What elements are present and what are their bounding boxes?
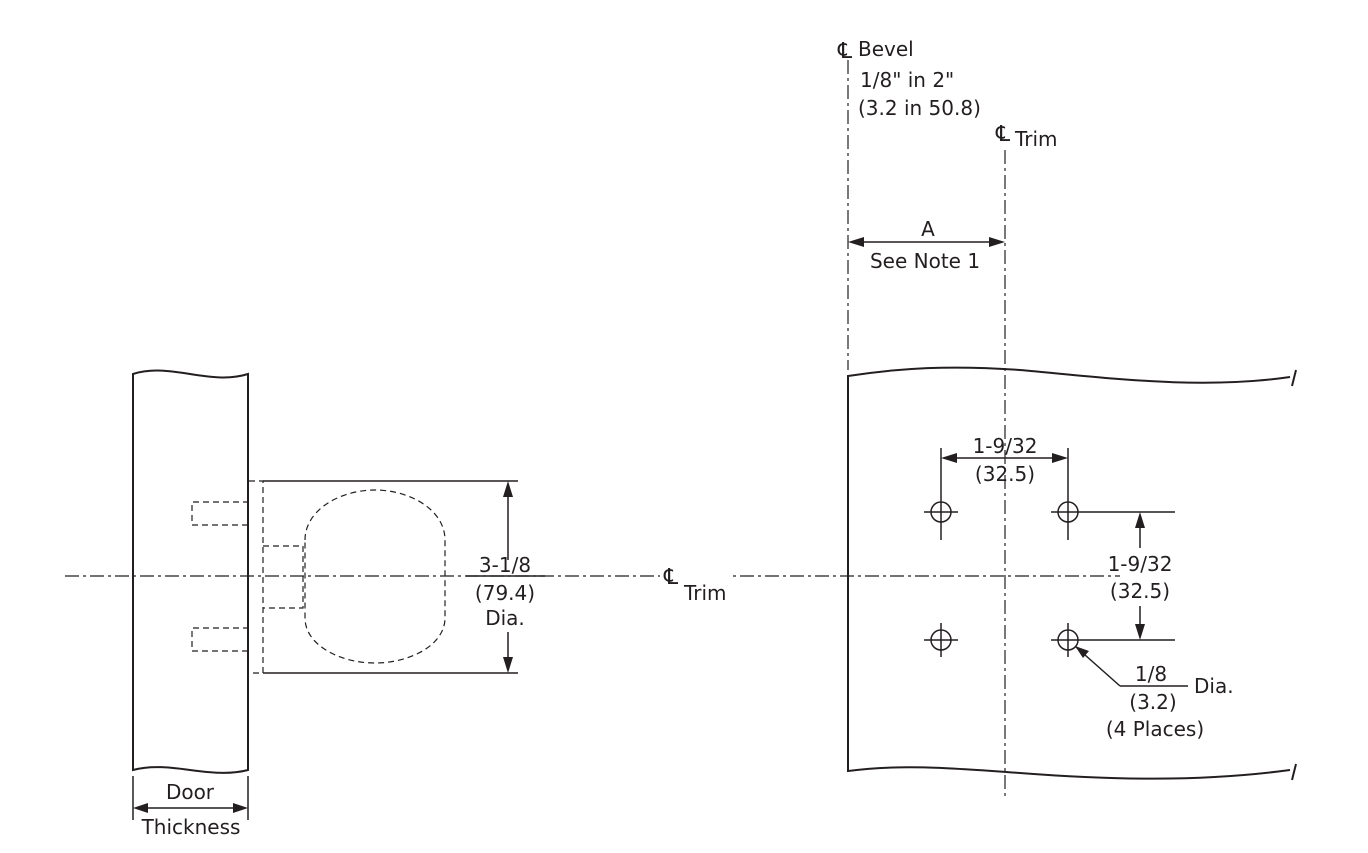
- bevel-ratio-mm: (3.2 in 50.8): [858, 96, 981, 120]
- hole-diameter-callout: 1/8 Dia. (3.2) (4 Places): [1075, 646, 1234, 741]
- door-edge-profile: [132, 369, 249, 774]
- hidden-screw-upper: [191, 501, 249, 526]
- arrowhead: [133, 803, 148, 813]
- rose-diameter-mm: (79.4): [475, 581, 535, 605]
- door-thickness-line2: Thickness: [141, 815, 241, 839]
- rose-diameter-dimension: 3-1/8 (79.4) Dia.: [466, 481, 545, 673]
- centerline-symbol-horizontal: ℄: [663, 565, 679, 590]
- hidden-rose-hub: [263, 545, 304, 609]
- door-side-view: [132, 369, 518, 774]
- arrowhead: [989, 237, 1005, 247]
- centerline-symbol-bevel: ℄: [837, 39, 853, 64]
- arrowhead: [233, 803, 248, 813]
- arrowhead: [1075, 646, 1089, 658]
- arrowhead: [941, 453, 957, 463]
- trim-horizontal-label: Trim: [683, 581, 727, 605]
- arrowhead: [848, 237, 864, 247]
- mounting-hole: [924, 495, 958, 540]
- mounting-hole: [924, 623, 958, 657]
- hole-diameter-count: (4 Places): [1106, 717, 1204, 741]
- arrowhead: [503, 657, 513, 673]
- door-face-outline: [847, 366, 1291, 780]
- arrowhead: [1052, 453, 1068, 463]
- bevel-label: Bevel: [858, 37, 914, 61]
- hole-diameter-suffix: Dia.: [1194, 674, 1234, 698]
- rose-diameter-suffix: Dia.: [485, 606, 525, 630]
- hole-diameter-inches: 1/8: [1135, 662, 1167, 686]
- hole-spacing-vertical-dimension: 1-9/32 (32.5): [1085, 511, 1175, 641]
- mounting-hole: [1051, 495, 1085, 540]
- mounting-holes: [924, 495, 1085, 657]
- hole-spacing-v-inches: 1-9/32: [1108, 552, 1173, 576]
- arrowhead: [1135, 512, 1145, 528]
- hole-spacing-v-mm: (32.5): [1110, 579, 1170, 603]
- mounting-hole: [1051, 623, 1085, 657]
- dimension-a-note: See Note 1: [870, 249, 980, 273]
- hidden-rose-plate: [249, 480, 264, 674]
- hole-spacing-h-inches: 1-9/32: [973, 434, 1038, 458]
- hidden-screw-lower: [191, 627, 249, 652]
- door-thickness-dimension: Door Thickness: [132, 776, 249, 839]
- hole-diameter-mm: (3.2): [1129, 690, 1176, 714]
- break-mark-bottom: [1291, 763, 1297, 781]
- centerline-label-mask: [660, 562, 732, 600]
- dimension-a: A See Note 1: [848, 217, 1005, 273]
- door-thickness-line1: Door: [166, 780, 215, 804]
- rose-diameter-inches: 3-1/8: [479, 553, 531, 577]
- arrowhead: [1135, 624, 1145, 640]
- bevel-centerline: ℄ Bevel 1/8" in 2" (3.2 in 50.8): [837, 37, 981, 370]
- centerline-symbol-trim: ℄: [995, 122, 1011, 147]
- trim-horizontal-centerline: ℄ Trim: [65, 562, 1120, 605]
- hole-spacing-h-mm: (32.5): [975, 462, 1035, 486]
- door-face-view: [847, 366, 1297, 781]
- bevel-ratio-inches: 1/8" in 2": [860, 68, 954, 92]
- hole-spacing-horizontal-dimension: 1-9/32 (32.5): [940, 434, 1069, 495]
- trim-vertical-centerline: ℄ Trim: [995, 122, 1058, 800]
- arrowhead: [503, 481, 513, 497]
- dimension-a-label: A: [921, 217, 935, 241]
- trim-vertical-label: Trim: [1014, 127, 1058, 151]
- break-mark-top: [1291, 369, 1297, 387]
